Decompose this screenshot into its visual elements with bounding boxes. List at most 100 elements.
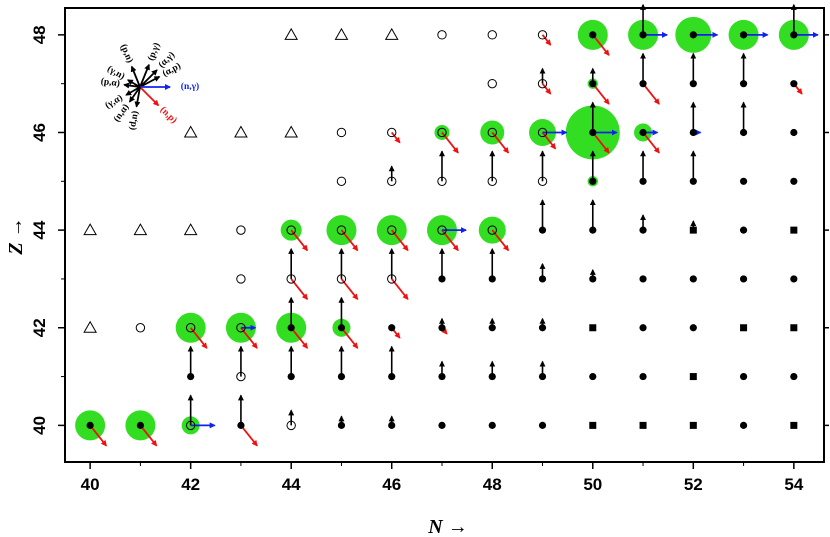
- triangle-nucleus-marker: [284, 27, 299, 40]
- n-p-arrow: [541, 83, 552, 95]
- stable-nucleus-marker: [488, 275, 496, 283]
- n-p-arrow: [391, 131, 401, 144]
- n-p-arrow: [139, 424, 158, 447]
- legend-arrow: [139, 75, 161, 88]
- x-tick-label: 50: [583, 475, 602, 494]
- unstable-nucleus-marker: [336, 225, 347, 235]
- unstable-nucleus-marker: [236, 225, 246, 235]
- legend-arrow: [127, 79, 141, 88]
- stable-nucleus-marker: [287, 372, 295, 381]
- unstable-nucleus-marker: [185, 420, 196, 431]
- stable-nucleus-marker: [337, 372, 346, 381]
- y-tick-label: 48: [30, 25, 49, 44]
- stable-nucleus-marker: [589, 177, 597, 185]
- unstable-nucleus-marker: [286, 274, 296, 284]
- triangle-nucleus-marker: [284, 125, 299, 138]
- x-tick-label: 52: [684, 475, 703, 494]
- stable-nucleus-marker: [739, 128, 748, 137]
- square-nucleus-marker: [790, 421, 798, 429]
- n-p-arrow: [541, 34, 552, 46]
- stable-nucleus-marker: [739, 80, 748, 88]
- unstable-nucleus-marker: [437, 176, 447, 187]
- unstable-nucleus-marker: [487, 78, 497, 89]
- x-tick-label: 48: [483, 475, 502, 494]
- legend-arrow: [123, 82, 141, 89]
- legend-label: (n,γ): [181, 81, 199, 92]
- unstable-nucleus-marker: [487, 176, 497, 187]
- n-p-arrow: [89, 424, 107, 447]
- x-axis-title: N →: [427, 516, 467, 537]
- y-tick-label: 44: [30, 220, 49, 239]
- stable-nucleus-marker: [739, 421, 748, 429]
- legend-arrow: [134, 86, 141, 108]
- stable-nucleus-marker: [790, 372, 798, 381]
- stable-nucleus-marker: [388, 372, 396, 381]
- triangle-nucleus-marker: [183, 125, 198, 138]
- stable-nucleus-marker: [689, 128, 697, 137]
- legend-label: (p,α): [100, 76, 121, 90]
- unstable-nucleus-marker: [537, 176, 548, 187]
- unstable-nucleus-marker: [487, 225, 497, 235]
- n-p-arrow: [592, 131, 610, 154]
- unstable-nucleus-marker: [537, 30, 548, 40]
- unstable-nucleus-marker: [387, 127, 397, 138]
- legend-label: (n,p): [158, 104, 179, 125]
- unstable-nucleus-marker: [236, 323, 246, 333]
- x-tick-label: 40: [81, 475, 100, 494]
- unstable-nucleus-marker: [185, 323, 196, 333]
- n-p-arrow: [642, 83, 660, 105]
- stable-nucleus-marker: [438, 275, 446, 283]
- stable-nucleus-marker: [488, 324, 496, 332]
- triangle-nucleus-marker: [183, 223, 198, 236]
- y-axis-title: Z →: [5, 217, 27, 255]
- stable-nucleus-marker: [388, 421, 396, 429]
- stable-nucleus-marker: [739, 177, 748, 185]
- n-p-arrow: [290, 327, 309, 349]
- legend-arrow: [139, 86, 160, 107]
- triangle-nucleus-marker: [133, 223, 148, 236]
- stable-nucleus-marker: [689, 275, 697, 283]
- stable-nucleus-marker: [790, 177, 798, 185]
- stable-nucleus-marker: [790, 80, 798, 88]
- legend-arrow: [139, 63, 150, 88]
- stable-nucleus-marker: [538, 372, 547, 381]
- legend-arrow: [139, 69, 158, 88]
- stable-nucleus-marker: [639, 372, 647, 381]
- legend-label: (d,n): [127, 110, 141, 131]
- unstable-nucleus-marker: [387, 225, 397, 235]
- stable-nucleus-marker: [538, 226, 547, 234]
- stable-nucleus-marker: [589, 80, 597, 88]
- square-nucleus-marker: [790, 226, 798, 234]
- square-nucleus-marker: [589, 324, 597, 332]
- legend-label: (p,n): [118, 42, 135, 64]
- stable-nucleus-marker: [739, 275, 748, 283]
- stable-nucleus-marker: [287, 324, 295, 332]
- stable-nucleus-marker: [639, 31, 647, 39]
- stable-nucleus-marker: [538, 275, 547, 283]
- unstable-nucleus-marker: [537, 127, 548, 138]
- unstable-nucleus-marker: [487, 30, 497, 40]
- stable-nucleus-marker: [689, 177, 697, 185]
- stable-nucleus-marker: [589, 372, 597, 381]
- n-p-arrow: [240, 424, 258, 447]
- stable-nucleus-marker: [790, 128, 798, 137]
- stable-nucleus-marker: [790, 31, 798, 39]
- nucleus-markers: [83, 27, 798, 431]
- stable-nucleus-marker: [739, 31, 748, 39]
- triangle-nucleus-marker: [384, 27, 399, 40]
- n-p-arrow: [642, 131, 660, 154]
- square-nucleus-marker: [689, 226, 697, 234]
- y-tick-label: 42: [30, 318, 49, 337]
- square-nucleus-marker: [689, 373, 697, 381]
- unstable-nucleus-marker: [487, 127, 497, 138]
- stable-nucleus-marker: [589, 226, 597, 234]
- n-p-arrow: [541, 131, 557, 150]
- unstable-nucleus-marker: [336, 127, 347, 138]
- stable-nucleus-marker: [790, 275, 798, 283]
- n-p-arrow: [592, 34, 610, 56]
- square-nucleus-marker: [689, 421, 697, 429]
- stable-nucleus-marker: [538, 324, 547, 332]
- stable-nucleus-marker: [187, 372, 195, 381]
- square-nucleus-marker: [740, 324, 748, 332]
